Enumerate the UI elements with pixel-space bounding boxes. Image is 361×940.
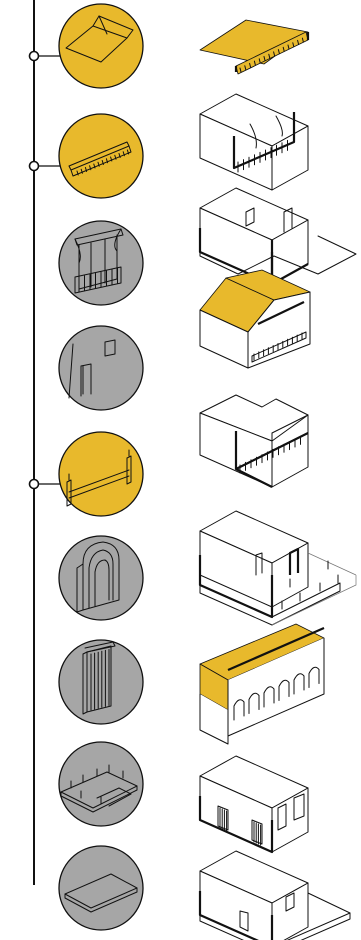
block-with-terrace [198, 187, 357, 286]
balcony-window-icon [58, 220, 144, 306]
timeline-marker [28, 160, 40, 172]
arcaded-block-with-roof [199, 623, 325, 745]
block-with-balcony-openings [199, 93, 309, 191]
shuttered-door-icon [58, 639, 144, 725]
timeline-marker [28, 478, 40, 490]
component-disc [58, 325, 144, 411]
component-disc [58, 113, 144, 199]
component-disc [58, 845, 144, 931]
floor-slab-icon [58, 845, 144, 931]
component-column [58, 3, 144, 931]
house-cutaway [199, 394, 309, 488]
timeline-marker [28, 50, 40, 62]
component-disc [58, 741, 144, 827]
gable-roof-icon [58, 3, 144, 89]
foundation-plan-icon [58, 741, 144, 827]
component-disc [58, 220, 144, 306]
gable-roof-house [199, 269, 311, 369]
component-disc [58, 535, 144, 621]
block-with-shutters [198, 755, 309, 854]
parapet-rail-icon [58, 431, 144, 517]
balustrade-panel-icon [58, 113, 144, 199]
component-disc [58, 639, 144, 725]
block-with-foundation-posts [198, 510, 357, 626]
block-on-slab [198, 850, 351, 940]
component-disc [58, 431, 144, 517]
arched-doorway-icon [58, 535, 144, 621]
stage-column [198, 19, 357, 940]
roof-slab-with-parapet [199, 19, 310, 75]
door-and-window-openings-icon [58, 325, 144, 411]
timeline-markers [28, 50, 60, 490]
